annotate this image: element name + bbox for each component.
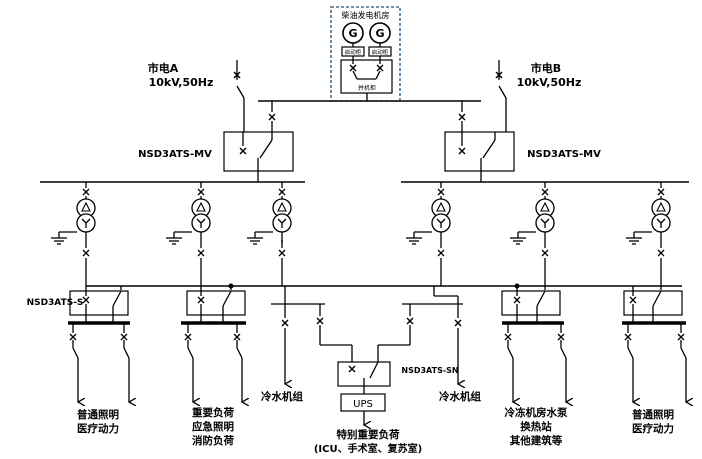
breaker-cross	[437, 188, 445, 196]
ats-s-4	[623, 286, 683, 323]
ats-s-2	[186, 286, 246, 323]
breaker-cross	[629, 296, 637, 304]
delta-symbol	[540, 201, 550, 212]
delta-symbol	[656, 201, 666, 212]
load-chiller-left: 冷水机组	[261, 390, 303, 403]
breaker-cross	[197, 296, 205, 304]
breaker-cross	[120, 333, 128, 341]
breaker-cross	[657, 249, 665, 257]
generator-1-label: G	[348, 27, 357, 40]
breaker-cross	[82, 188, 90, 196]
load-medical-power-1: 医疗动力	[77, 422, 119, 435]
ats-mv-right	[444, 131, 515, 182]
feeder-3b	[557, 323, 566, 402]
breaker-cross	[504, 333, 512, 341]
breaker-cross	[69, 333, 77, 341]
start-cabinet-1-label: 启动柜	[345, 48, 362, 56]
incoming-feed-b	[495, 60, 507, 132]
source-a-name: 市电A	[148, 61, 179, 75]
breaker-cross	[541, 188, 549, 196]
load-special-1: 特别重要负荷	[337, 428, 400, 441]
load-important-2: 应急照明	[192, 420, 234, 433]
transformer-1	[51, 182, 96, 286]
load-freezer-1: 冷冻机房水泵	[505, 406, 568, 419]
start-cabinet-2-label: 启动柜	[372, 48, 389, 56]
feeder-2a	[184, 323, 193, 402]
generator-2-label: G	[375, 27, 384, 40]
breaker-cross	[557, 333, 565, 341]
chiller-section: UPS	[271, 240, 463, 425]
ats-mv-left	[223, 131, 294, 182]
feeder-4b	[677, 323, 686, 402]
ats-s-3	[501, 286, 561, 323]
transformer-3	[247, 182, 292, 286]
breaker-cross	[184, 333, 192, 341]
breaker-cross	[624, 333, 632, 341]
load-medical-power-2: 医疗动力	[632, 422, 674, 435]
feeder-1b	[120, 323, 129, 402]
ats-s-label: NSD3ATS-S	[27, 298, 84, 308]
breaker-cross	[657, 188, 665, 196]
source-a-spec: 10kV,50Hz	[149, 76, 214, 89]
ground-symbol	[406, 231, 432, 245]
breaker-cross	[82, 296, 90, 304]
feeder-4a	[624, 323, 633, 402]
breaker-cross	[278, 188, 286, 196]
transformer-2	[166, 182, 211, 286]
ats-mv-left-label: NSD3ATS-MV	[138, 149, 212, 160]
parallel-cabinet-label: 并机柜	[358, 84, 376, 92]
breaker-cross	[82, 249, 90, 257]
load-freezer-3: 其他建筑等	[510, 434, 563, 447]
transformer-5	[510, 182, 555, 286]
ground-symbol	[51, 231, 77, 245]
delta-symbol	[277, 201, 287, 212]
ups-box	[340, 393, 386, 412]
generator-room-title: 柴油发电机房	[342, 10, 390, 20]
ats-s-box	[186, 290, 246, 316]
breaker-cross	[677, 333, 685, 341]
incoming-feed-a	[233, 60, 245, 132]
load-general-lighting-1: 普通照明	[77, 408, 119, 421]
transformer-4	[406, 182, 451, 286]
breaker-cross	[197, 188, 205, 196]
breaker-cross	[197, 249, 205, 257]
breaker-cross	[233, 333, 241, 341]
ground-symbol	[166, 231, 192, 245]
generator-room: 柴油发电机房 G G 启动柜 启动柜 并机柜	[330, 6, 401, 102]
breaker-cross	[513, 296, 521, 304]
load-general-lighting-2: 普通照明	[632, 408, 674, 421]
feeder-1a	[69, 323, 78, 402]
ats-sn-label: NSD3ATS-SN	[401, 366, 458, 375]
delta-symbol	[436, 201, 446, 212]
ground-symbol	[247, 231, 273, 245]
load-chiller-right: 冷水机组	[439, 390, 481, 403]
transformer-6	[626, 182, 671, 286]
ats-mv-right-label: NSD3ATS-MV	[527, 149, 601, 160]
parallel-cabinet	[340, 59, 393, 94]
breaker-cross	[437, 249, 445, 257]
breaker-cross	[278, 249, 286, 257]
ats-s-1	[69, 286, 129, 323]
feeder-2b	[233, 323, 242, 402]
load-freezer-2: 换热站	[520, 420, 552, 433]
ground-symbol	[510, 231, 536, 245]
breaker-cross	[541, 249, 549, 257]
ground-symbol	[626, 231, 652, 245]
source-b-name: 市电B	[531, 61, 561, 75]
gen-breaker-2	[376, 64, 384, 72]
source-b-spec: 10kV,50Hz	[517, 76, 582, 89]
load-important-3: 消防负荷	[192, 434, 234, 447]
delta-symbol	[81, 201, 91, 212]
gen-breaker-1	[349, 64, 357, 72]
load-important-1: 重要负荷	[192, 406, 234, 419]
ups-label: UPS	[353, 399, 373, 410]
delta-symbol	[196, 201, 206, 212]
ats-s-box	[501, 290, 561, 316]
feeder-3a	[504, 323, 513, 402]
load-special-2: (ICU、手术室、复苏室)	[314, 442, 422, 455]
